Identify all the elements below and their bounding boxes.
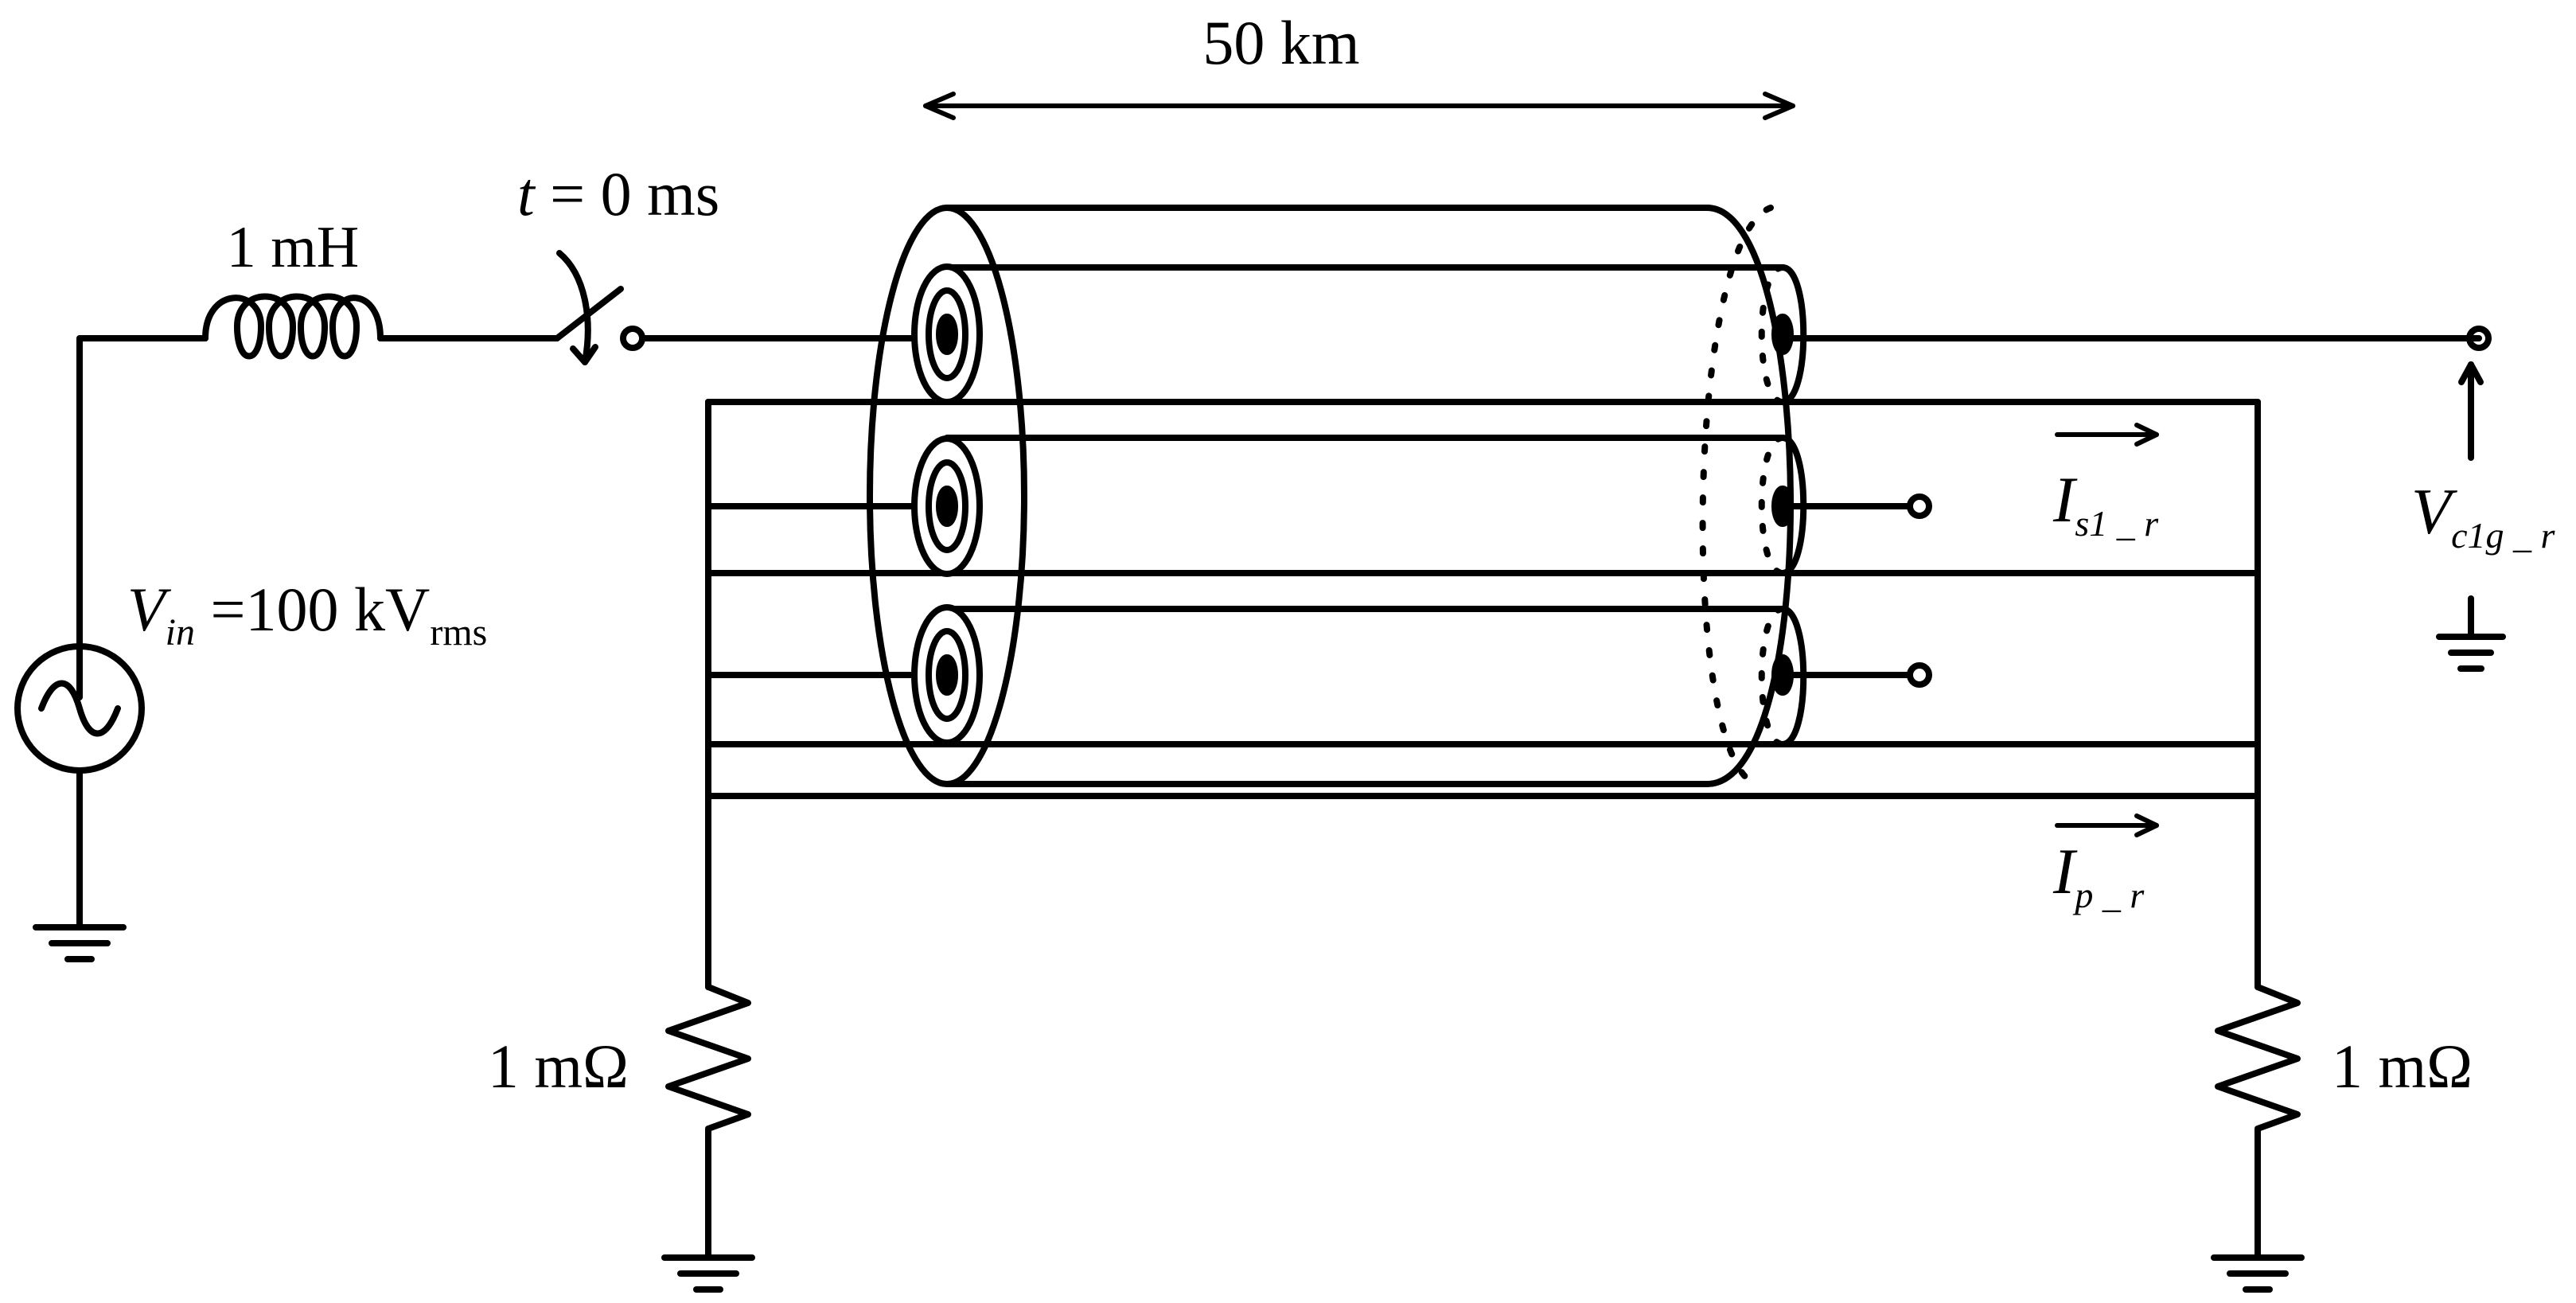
resistor-icon-left [665, 984, 751, 1261]
source-label: Vin =100 kVrms [127, 575, 487, 653]
cable-icon-2 [911, 435, 1932, 577]
inductor-label: 1 mH [227, 215, 360, 280]
resistor-icon-right [2215, 984, 2301, 1261]
sine-wave-icon [38, 680, 121, 737]
length-arrow-icon [923, 92, 1795, 120]
voltage-arrow-icon [2458, 361, 2484, 461]
voltage-probe-label: Vc1g _ r [2411, 475, 2556, 556]
ground-icon-right [2211, 1254, 2305, 1293]
sheath-current-label: Is1 _ r [2052, 463, 2159, 544]
pipe-end-right-hidden [1699, 205, 1774, 787]
resistor-left-label: 1 mΩ [488, 1032, 629, 1101]
length-label: 50 km [1202, 8, 1359, 77]
output-terminal [2466, 326, 2492, 351]
resistor-right-label: 1 mΩ [2332, 1032, 2473, 1101]
current-arrow-icon-sheath [2055, 423, 2159, 447]
ground-icon-probe [2436, 595, 2506, 672]
inductor-icon [202, 293, 384, 360]
source-wire [76, 335, 208, 700]
switch-icon [554, 250, 645, 365]
cable-icon-3 [911, 604, 1932, 747]
current-arrow-icon-pipe [2055, 813, 2159, 837]
switch-time-label: t = 0 ms [517, 159, 719, 228]
ground-icon-left [661, 1254, 755, 1293]
pipe-current-label: Ip _ r [2052, 835, 2145, 915]
ground-icon-source [33, 924, 127, 962]
cable-icon-1 [911, 263, 2482, 405]
